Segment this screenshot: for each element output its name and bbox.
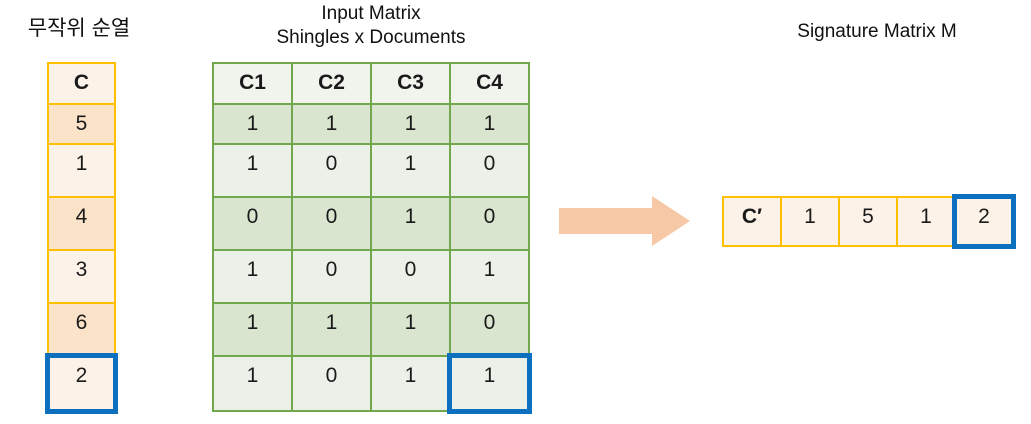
input-matrix-table: C1 C2 C3 C4 1 1 1 1 1 0 1 0 0 0 1 0 1 0 … bbox=[212, 62, 533, 415]
matrix-cell: 1 bbox=[370, 302, 451, 357]
perm-value-cell: 5 bbox=[47, 103, 116, 145]
permutation-table: C 5 1 4 3 6 2 bbox=[46, 62, 119, 415]
matrix-cell: 0 bbox=[291, 249, 372, 304]
table-row: 1 1 1 1 bbox=[212, 103, 530, 145]
matrix-cell: 1 bbox=[449, 249, 530, 304]
matrix-cell: 1 bbox=[212, 355, 293, 412]
matrix-header-cell: C4 bbox=[449, 62, 530, 105]
table-row: C′ 1 5 1 2 bbox=[722, 195, 1017, 250]
input-matrix-title: Input Matrix Shingles x Documents bbox=[212, 2, 530, 50]
input-matrix-title-line2: Shingles x Documents bbox=[276, 27, 466, 48]
table-header-row: C1 C2 C3 C4 bbox=[212, 62, 530, 105]
matrix-cell: 1 bbox=[449, 103, 530, 145]
table-row: C bbox=[47, 62, 116, 105]
matrix-header-cell: C2 bbox=[291, 62, 372, 105]
matrix-cell: 0 bbox=[370, 249, 451, 304]
perm-value-cell: 3 bbox=[47, 249, 116, 304]
table-row: 4 bbox=[47, 196, 116, 251]
table-row: 1 bbox=[47, 143, 116, 198]
matrix-highlighted-cell: 1 bbox=[448, 354, 533, 415]
signature-value-cell: 5 bbox=[838, 196, 898, 247]
signature-value-cell: 1 bbox=[780, 196, 840, 247]
matrix-cell: 1 bbox=[291, 103, 372, 145]
input-matrix-title-line1: Input Matrix bbox=[321, 3, 421, 24]
table-row: 6 bbox=[47, 302, 116, 357]
table-row: 0 0 1 0 bbox=[212, 196, 530, 251]
signature-matrix-table: C′ 1 5 1 2 bbox=[722, 195, 1017, 250]
matrix-cell: 0 bbox=[212, 196, 293, 251]
matrix-cell: 0 bbox=[449, 302, 530, 357]
signature-header-cell: C′ bbox=[722, 196, 782, 247]
table-row: 2 bbox=[46, 354, 119, 415]
signature-value-cell: 1 bbox=[896, 196, 956, 247]
matrix-cell: 1 bbox=[370, 143, 451, 198]
signature-matrix-title: Signature Matrix M bbox=[797, 21, 957, 42]
table-row: 3 bbox=[47, 249, 116, 304]
matrix-cell: 1 bbox=[370, 355, 451, 412]
matrix-cell: 1 bbox=[212, 143, 293, 198]
matrix-cell: 0 bbox=[449, 196, 530, 251]
matrix-cell: 0 bbox=[449, 143, 530, 198]
matrix-cell: 0 bbox=[291, 355, 372, 412]
matrix-cell: 0 bbox=[291, 143, 372, 198]
perm-value-cell: 6 bbox=[47, 302, 116, 357]
perm-highlighted-cell: 2 bbox=[46, 354, 119, 415]
matrix-header-cell: C1 bbox=[212, 62, 293, 105]
perm-value-cell: 1 bbox=[47, 143, 116, 198]
table-row: 5 bbox=[47, 103, 116, 145]
perm-value-cell: 4 bbox=[47, 196, 116, 251]
table-row: 1 0 0 1 bbox=[212, 249, 530, 304]
matrix-cell: 1 bbox=[212, 249, 293, 304]
matrix-cell: 1 bbox=[291, 302, 372, 357]
matrix-cell: 1 bbox=[370, 196, 451, 251]
permutation-title: 무작위 순열 bbox=[27, 17, 131, 40]
signature-highlighted-cell: 2 bbox=[953, 195, 1017, 250]
matrix-header-cell: C3 bbox=[370, 62, 451, 105]
table-row: 1 0 1 0 bbox=[212, 143, 530, 198]
matrix-cell: 1 bbox=[370, 103, 451, 145]
table-row: 1 0 1 1 bbox=[212, 354, 533, 415]
matrix-cell: 1 bbox=[212, 302, 293, 357]
perm-header-cell: C bbox=[47, 62, 116, 105]
table-row: 1 1 1 0 bbox=[212, 302, 530, 357]
matrix-cell: 1 bbox=[212, 103, 293, 145]
right-arrow-icon bbox=[559, 196, 690, 246]
matrix-cell: 0 bbox=[291, 196, 372, 251]
